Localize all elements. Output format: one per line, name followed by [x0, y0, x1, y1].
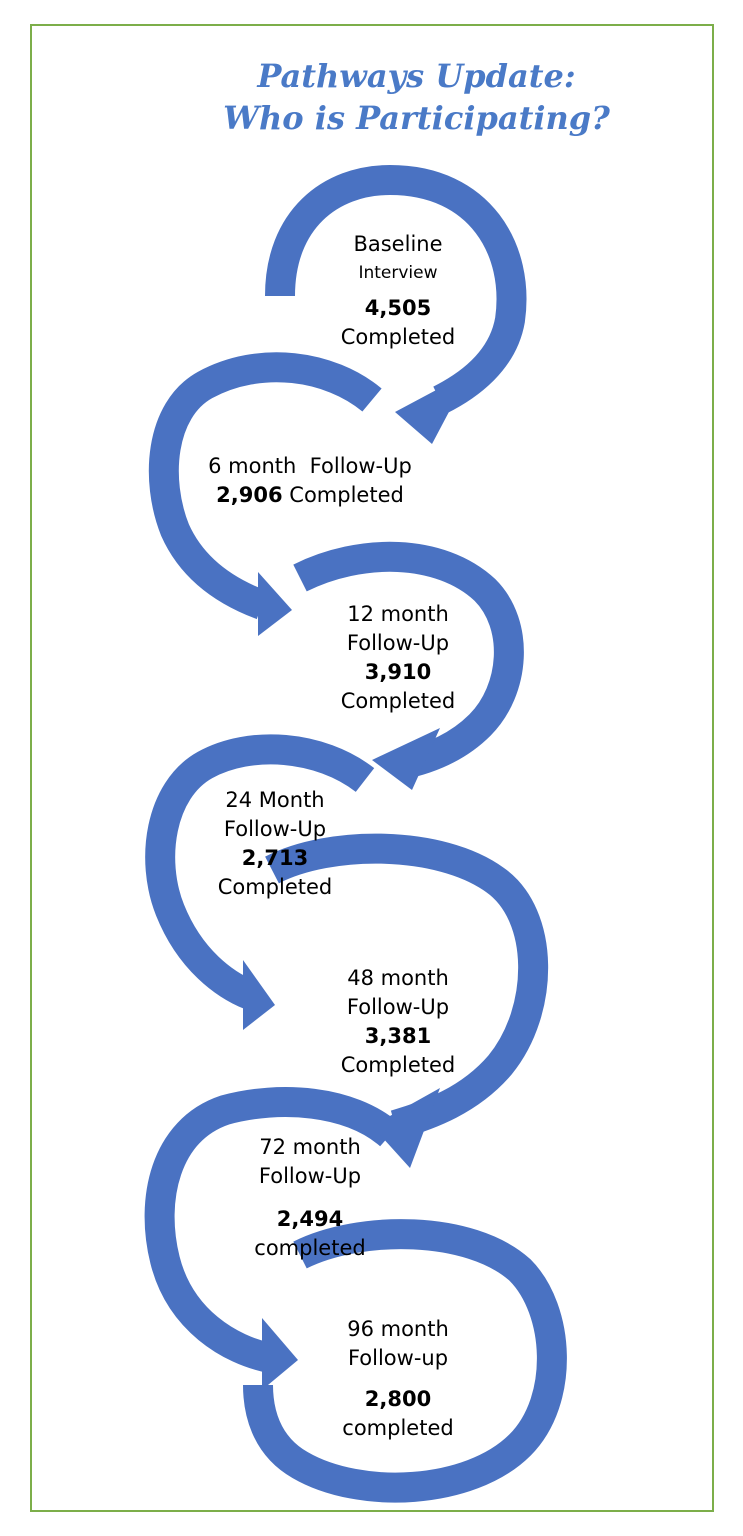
- arrowhead-3: [372, 728, 440, 790]
- curved-arrow-baseline: [265, 164, 527, 414]
- stage-72-month-count: 2,494: [276, 1207, 344, 1231]
- curved-arrow-6-month: [148, 352, 382, 620]
- stage-6-month-status: Completed: [289, 483, 404, 507]
- stage-baseline-status: Completed: [340, 325, 456, 349]
- curved-arrow-96-month: [243, 1219, 567, 1503]
- stage-24-month-name1: 24 Month: [225, 788, 325, 812]
- curved-arrow-24-month: [145, 734, 375, 1009]
- stage-72-month-name2: Follow-Up: [258, 1164, 362, 1188]
- stage-baseline-count: 4,505: [364, 296, 432, 320]
- stage-12-month-name2: Follow-Up: [346, 631, 450, 655]
- stage-12-month-name1: 12 month: [347, 602, 449, 626]
- stage-24-month-name2: Follow-Up: [223, 817, 327, 841]
- arrowhead-6: [262, 1318, 298, 1390]
- stage-baseline-name2: Interview: [358, 263, 438, 283]
- curved-arrow-12-month: [293, 541, 524, 780]
- stage-12-month-status: Completed: [340, 689, 456, 713]
- stage-6-month-name1: 6 month Follow-Up: [208, 454, 412, 478]
- stage-48-month-count: 3,381: [364, 1024, 432, 1048]
- arrowhead-1: [395, 372, 470, 444]
- page-title-line2: Who is Participating?: [223, 99, 610, 137]
- stage-24-month-count: 2,713: [241, 846, 309, 870]
- stage-6-month: 6 month Follow-Up 2,906 Completed: [190, 452, 430, 510]
- stage-96-month-count: 2,800: [364, 1387, 432, 1411]
- stage-baseline-name1: Baseline: [353, 232, 443, 256]
- stage-baseline: Baseline Interview 4,505 Completed: [318, 230, 478, 352]
- stage-96-month-status: completed: [342, 1416, 454, 1440]
- page-title-line1: Pathways Update:: [257, 57, 576, 95]
- stage-72-month: 72 month Follow-Up 2,494 completed: [230, 1133, 390, 1263]
- stage-24-month-status: Completed: [217, 875, 333, 899]
- stage-48-month: 48 month Follow-Up 3,381 Completed: [318, 964, 478, 1080]
- stage-48-month-name1: 48 month: [347, 966, 449, 990]
- stage-12-month: 12 month Follow-Up 3,910 Completed: [318, 600, 478, 716]
- stage-48-month-status: Completed: [340, 1053, 456, 1077]
- stage-48-month-name2: Follow-Up: [346, 995, 450, 1019]
- stage-96-month-name2: Follow-up: [347, 1346, 449, 1370]
- stage-96-month-name1: 96 month: [347, 1317, 449, 1341]
- arrowhead-2: [258, 572, 292, 636]
- stage-72-month-name1: 72 month: [259, 1135, 361, 1159]
- arrowhead-5: [372, 1088, 440, 1168]
- arrowhead-4: [243, 960, 275, 1030]
- curved-arrow-48-month: [265, 833, 549, 1140]
- stage-96-month: 96 month Follow-up 2,800 completed: [318, 1315, 478, 1443]
- stage-12-month-count: 3,910: [364, 660, 432, 684]
- page-frame: [30, 24, 714, 1512]
- stage-6-month-count: 2,906: [216, 483, 283, 507]
- stage-24-month: 24 Month Follow-Up 2,713 Completed: [195, 786, 355, 902]
- stage-72-month-status: completed: [254, 1236, 366, 1260]
- curved-arrow-72-month: [144, 1087, 400, 1373]
